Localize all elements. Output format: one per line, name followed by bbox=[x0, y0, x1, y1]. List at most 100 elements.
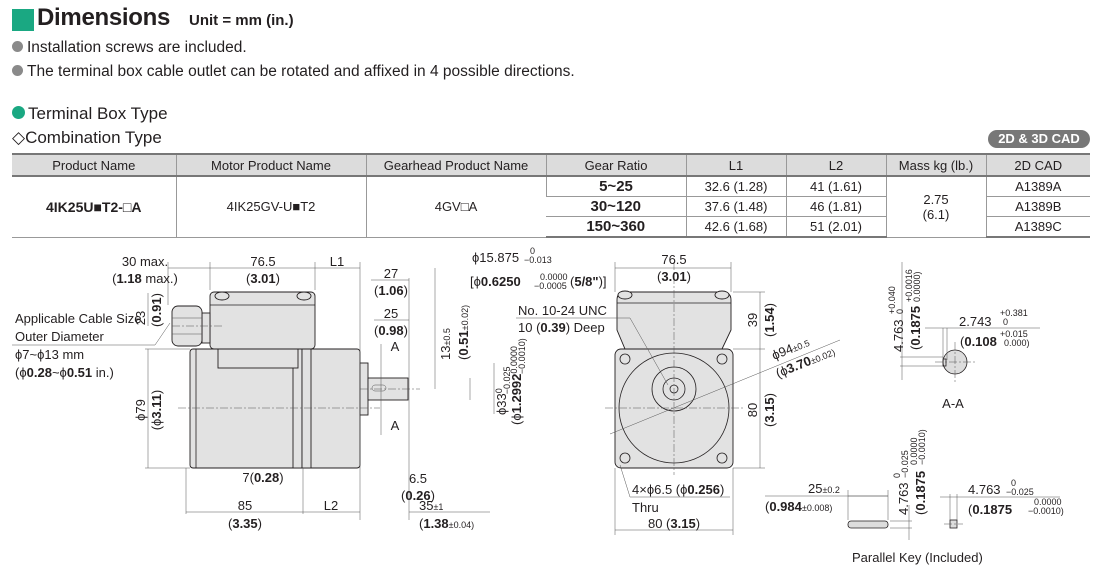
l2-value: 51 (2.01) bbox=[785, 216, 886, 238]
product-name: 4IK25U■T2-□A bbox=[12, 176, 176, 238]
tapped-hole-note: No. 10-24 UNC bbox=[518, 303, 607, 318]
dim-front-width-in: (3.01) bbox=[657, 269, 691, 284]
tol-lower: −0.013 bbox=[524, 255, 552, 265]
dim-25-in: (0.98) bbox=[374, 323, 408, 338]
dim-key-height: 4.763 bbox=[896, 482, 911, 515]
l2-value: 41 (1.61) bbox=[785, 176, 886, 197]
section-mark-a: A bbox=[391, 339, 400, 354]
dim-cable-max: 30 max. bbox=[122, 254, 168, 269]
table-row: 30~120 37.6 (1.48) 46 (1.81) A1389B bbox=[12, 196, 1090, 217]
tol-upper: 0.0000 bbox=[1034, 497, 1062, 507]
tol-upper: 0.0000 bbox=[540, 272, 568, 282]
col-header: Mass kg (lb.) bbox=[885, 153, 986, 177]
dim-7: 7(0.28) bbox=[242, 470, 283, 485]
dim-keyway-depth: 4.763 bbox=[891, 319, 906, 352]
subsection-heading: ◇Combination Type bbox=[12, 128, 162, 148]
dim-key-width-in: (0.1875 bbox=[968, 502, 1012, 517]
dim-85: 85 bbox=[238, 498, 252, 513]
dim-25: 25 bbox=[384, 306, 398, 321]
cable-note: (ϕ0.28~ϕ0.51 in.) bbox=[15, 365, 114, 380]
dim-13: 13±0.5 bbox=[438, 328, 453, 360]
mass-lb: (6.1) bbox=[922, 206, 950, 222]
tol-lower: 0.0000) bbox=[912, 271, 922, 302]
cable-note: ϕ7~ϕ13 mm bbox=[15, 347, 84, 362]
dim-23-in: (0.91) bbox=[149, 293, 164, 327]
tol-upper: 0 bbox=[530, 246, 535, 256]
tol-lower: −0.025 bbox=[900, 450, 910, 478]
dim-39-in: (1.54) bbox=[762, 303, 777, 337]
dim-80-v-in: (3.15) bbox=[762, 393, 777, 427]
col-header: L2 bbox=[785, 153, 886, 177]
dim-boss-dia-in: (ϕ1.29920.0000−0.0010) bbox=[509, 338, 527, 425]
front-view: No. 10-24 UNC 10 (0.39) Deep 76.5 (3.01)… bbox=[516, 252, 841, 535]
tol-lower: 0 bbox=[895, 309, 905, 314]
page-title: Dimensions bbox=[37, 4, 171, 31]
tol-upper: +0.381 bbox=[1000, 308, 1028, 318]
dim-shaft-fraction: (5/8")] bbox=[570, 274, 607, 289]
gear-ratio: 5~25 bbox=[545, 176, 686, 197]
section-label: A-A bbox=[942, 396, 964, 411]
dim-l2: L2 bbox=[324, 498, 338, 513]
mass-value: 2.75(6.1) bbox=[885, 176, 986, 238]
dim-27: 27 bbox=[384, 266, 398, 281]
note-text: Installation screws are included. bbox=[27, 39, 247, 56]
side-view: 30 max. (1.18 max.) 76.5 (3.01) L1 27 (1… bbox=[12, 246, 607, 531]
col-header: 2D CAD bbox=[985, 153, 1090, 177]
dim-80-v: 80 bbox=[745, 403, 760, 417]
dim-cable-max-in: (1.18 max.) bbox=[112, 271, 178, 286]
dim-27-in: (1.06) bbox=[374, 283, 408, 298]
dim-6-5: 6.5 bbox=[409, 471, 427, 486]
mounting-holes-note: 4×ϕ6.5 (ϕ0.256) bbox=[632, 482, 724, 497]
col-header: L1 bbox=[685, 153, 786, 177]
cable-gland bbox=[201, 312, 211, 344]
dim-23: 23 bbox=[133, 311, 148, 325]
tol-lower: −0.025 bbox=[1006, 487, 1034, 497]
tapped-hole-depth: 10 (0.39) Deep bbox=[518, 320, 605, 335]
tol-upper: 0 bbox=[892, 473, 902, 478]
l1-value: 32.6 (1.28) bbox=[685, 176, 786, 197]
cad-link[interactable]: A1389A bbox=[985, 176, 1090, 197]
dim-39: 39 bbox=[745, 313, 760, 327]
mounting-holes-thru: Thru bbox=[632, 500, 659, 515]
note-item: Installation screws are included. bbox=[12, 39, 247, 57]
dim-key-length-in: (0.984±0.008) bbox=[765, 499, 832, 514]
subsection-title: Combination Type bbox=[25, 128, 162, 147]
product-table: Product Name Motor Product Name Gearhead… bbox=[12, 153, 1090, 238]
tol-upper: 0.0000 bbox=[909, 437, 919, 465]
tol-lower: −0.0005 bbox=[534, 281, 567, 291]
tol-upper: 0 bbox=[1011, 478, 1016, 488]
tol-upper: +0.040 bbox=[887, 286, 897, 314]
parallel-key-view: 25±0.2 (0.984±0.008) 4.763 0 −0.025 (0.1… bbox=[765, 429, 1064, 565]
dim-key-height-in: (0.1875 bbox=[913, 471, 928, 515]
table-row: 4IK25U■T2-□A 4IK25GV-U■T2 4GV□A 5~25 32.… bbox=[12, 176, 1090, 238]
cable-note: Outer Diameter bbox=[15, 329, 105, 344]
section-heading: Terminal Box Type bbox=[12, 104, 168, 124]
col-header: Gear Ratio bbox=[545, 153, 686, 177]
tol-upper: +0.015 bbox=[1000, 329, 1028, 339]
gearhead-product-name: 4GV□A bbox=[365, 176, 546, 238]
dim-key-length: 25±0.2 bbox=[808, 481, 840, 496]
cad-link[interactable]: A1389B bbox=[985, 196, 1090, 217]
mass-kg: 2.75 bbox=[923, 191, 949, 207]
tol-lower: −0.0010) bbox=[917, 429, 927, 465]
unit-label: Unit = mm (in.) bbox=[189, 12, 294, 29]
motor-product-name: 4IK25GV-U■T2 bbox=[175, 176, 366, 238]
section-mark-a: A bbox=[391, 418, 400, 433]
dim-boss-dia: ϕ330−0.025 bbox=[494, 366, 512, 415]
cad-link[interactable]: A1389C bbox=[985, 216, 1090, 238]
col-header: Motor Product Name bbox=[175, 153, 366, 177]
bullet-icon bbox=[12, 41, 23, 52]
terminal-box bbox=[209, 291, 316, 350]
dim-keyway-depth-in: (0.1875 bbox=[908, 306, 923, 350]
dim-6-5-in: (0.26) bbox=[401, 488, 435, 503]
dim-shaft-dia: ϕ15.875 bbox=[472, 250, 519, 265]
dim-key-width: 4.763 bbox=[968, 482, 1001, 497]
dim-shaft-dia-in: [ϕ0.6250 bbox=[470, 274, 521, 289]
dim-box-width-in: (3.01) bbox=[246, 271, 280, 286]
cable-note: Applicable Cable Size bbox=[15, 311, 141, 326]
dim-body-dia-in: (ϕ3.11) bbox=[149, 390, 164, 431]
key-side-shape bbox=[847, 520, 889, 529]
cad-download-badge[interactable]: 2D & 3D CAD bbox=[988, 130, 1090, 148]
dim-keyway-width: 2.743 bbox=[959, 314, 992, 329]
